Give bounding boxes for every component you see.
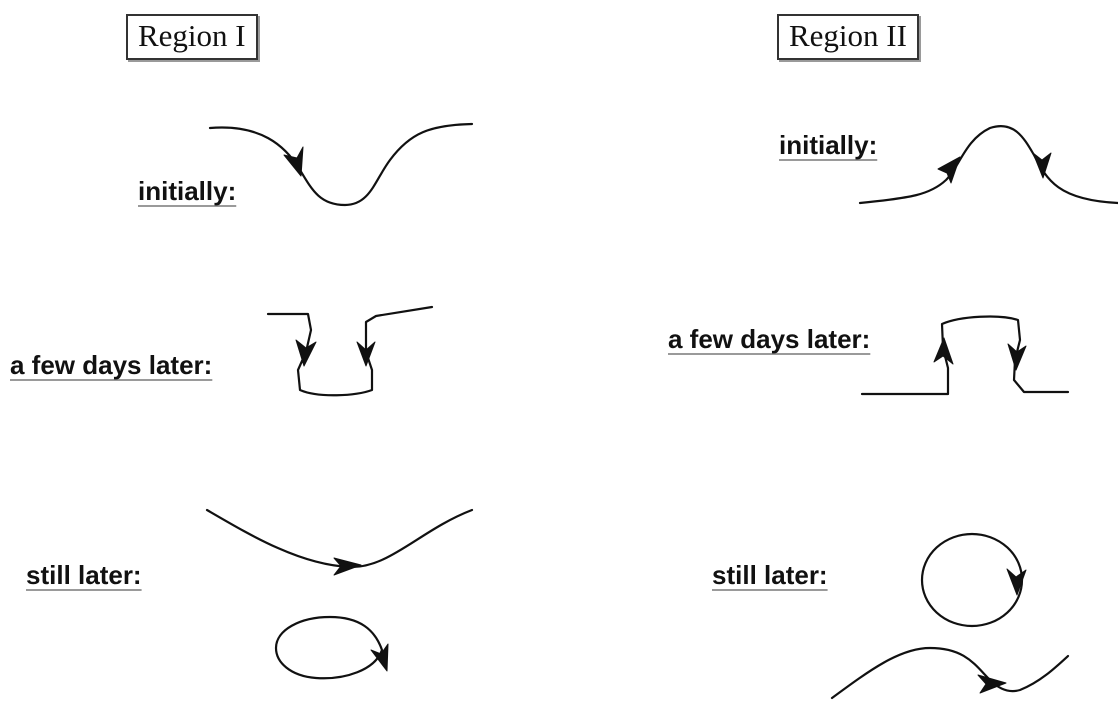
region-1-title: Region I <box>126 14 258 60</box>
region-1-still-later-meander-arrowhead <box>333 557 362 576</box>
region-1-initial-curve <box>208 122 474 207</box>
region-2-still-later-eddy <box>920 532 1027 628</box>
region-2-few-days-later-label: a few days later: <box>668 324 871 354</box>
region-1-still-later-eddy-arrowhead <box>370 643 389 672</box>
region-1-few-days-later-right-arrowhead <box>356 341 376 367</box>
region-2-title: Region II <box>777 14 919 60</box>
region-2-still-later-meander-arrowhead <box>977 674 1007 694</box>
region-1-few-days-later-left-arrowhead <box>295 339 317 367</box>
region-1-initial-arrowhead <box>283 146 304 177</box>
region-2-still-later-eddy-arrowhead <box>1006 568 1027 596</box>
region-2-still-later-label: still later: <box>712 560 828 590</box>
region-1-initially-label: initially: <box>138 176 237 206</box>
region-2-few-days-later-curve <box>860 315 1070 396</box>
region-2-few-days-later-left-arrowhead <box>933 337 954 365</box>
region-2-initial-curve <box>858 125 1118 205</box>
region-1-still-later-label: still later: <box>26 560 142 590</box>
region-1-still-later-eddy <box>274 615 389 680</box>
region-2-still-later-meander <box>830 646 1070 700</box>
region-1-few-days-later-curve <box>266 305 434 397</box>
region-2-initially-label: initially: <box>779 130 878 160</box>
region-1-still-later-meander <box>205 508 474 576</box>
region-2-initial-left-arrowhead <box>937 156 961 184</box>
region-1-few-days-later-label: a few days later: <box>10 350 213 380</box>
region-2-few-days-later-right-arrowhead <box>1007 343 1027 371</box>
region-2-initial-right-arrowhead <box>1032 152 1052 179</box>
